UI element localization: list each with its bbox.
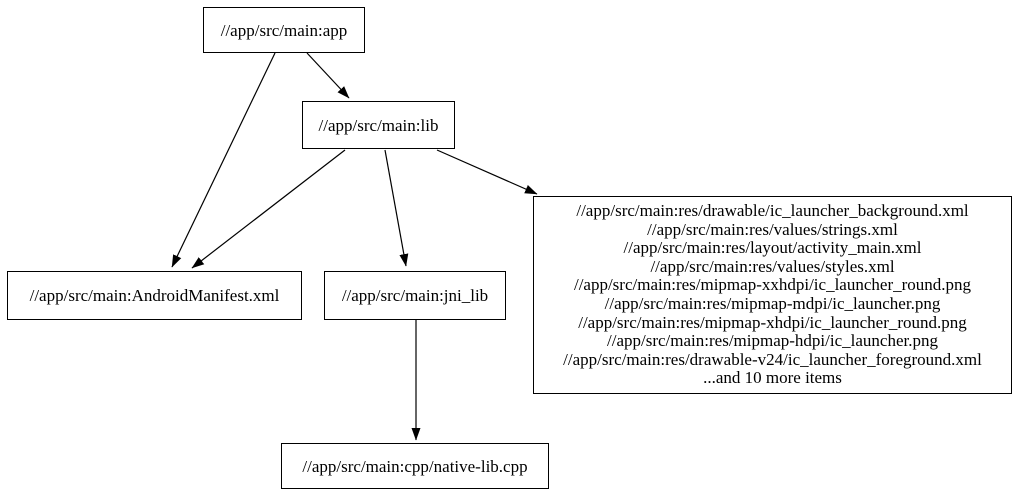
graph-node-jni-lib: //app/src/main:jni_lib [324, 271, 506, 320]
node-label: //app/src/main:app [220, 20, 348, 40]
node-label-line: //app/src/main:res/drawable/ic_launcher_… [576, 201, 969, 221]
graph-node-lib: //app/src/main:lib [302, 101, 455, 149]
node-label-line: //app/src/main:res/mipmap-mdpi/ic_launch… [604, 294, 941, 313]
edge-app-to-android-manifest [171, 52, 276, 268]
node-label-line: //app/src/main:res/drawable-v24/ic_launc… [563, 349, 982, 369]
graph-node-app: //app/src/main:app [203, 7, 365, 53]
node-label: //app/src/main:cpp/native-lib.cpp [302, 456, 528, 476]
node-label: //app/src/main:lib [318, 115, 439, 135]
graph-node-res-files: //app/src/main:res/drawable/ic_launcher_… [533, 196, 1012, 394]
node-label-line: //app/src/main:res/mipmap-hdpi/ic_launch… [607, 331, 938, 351]
edge-lib-to-jni-lib [384, 149, 409, 267]
graph-node-native-lib-cpp: //app/src/main:cpp/native-lib.cpp [281, 443, 549, 489]
node-label-line: //app/src/main:res/values/styles.xml [650, 256, 895, 276]
node-label-line: //app/src/main:res/values/strings.xml [647, 219, 898, 239]
node-label-line: //app/src/main:res/mipmap-xxhdpi/ic_laun… [573, 275, 972, 295]
edge-app-to-lib [306, 52, 350, 99]
graph-node-android-manifest: //app/src/main:AndroidManifest.xml [7, 271, 302, 320]
node-label: //app/src/main:jni_lib [341, 286, 489, 305]
edge-lib-to-android-manifest [191, 149, 346, 269]
node-label: //app/src/main:AndroidManifest.xml [29, 286, 280, 305]
node-label-line: //app/src/main:res/layout/activity_main.… [623, 238, 922, 258]
node-label-line: ...and 10 more items [703, 368, 842, 388]
edge-lib-to-res-files [436, 149, 538, 195]
node-label-line: //app/src/main:res/mipmap-xhdpi/ic_launc… [578, 312, 967, 332]
